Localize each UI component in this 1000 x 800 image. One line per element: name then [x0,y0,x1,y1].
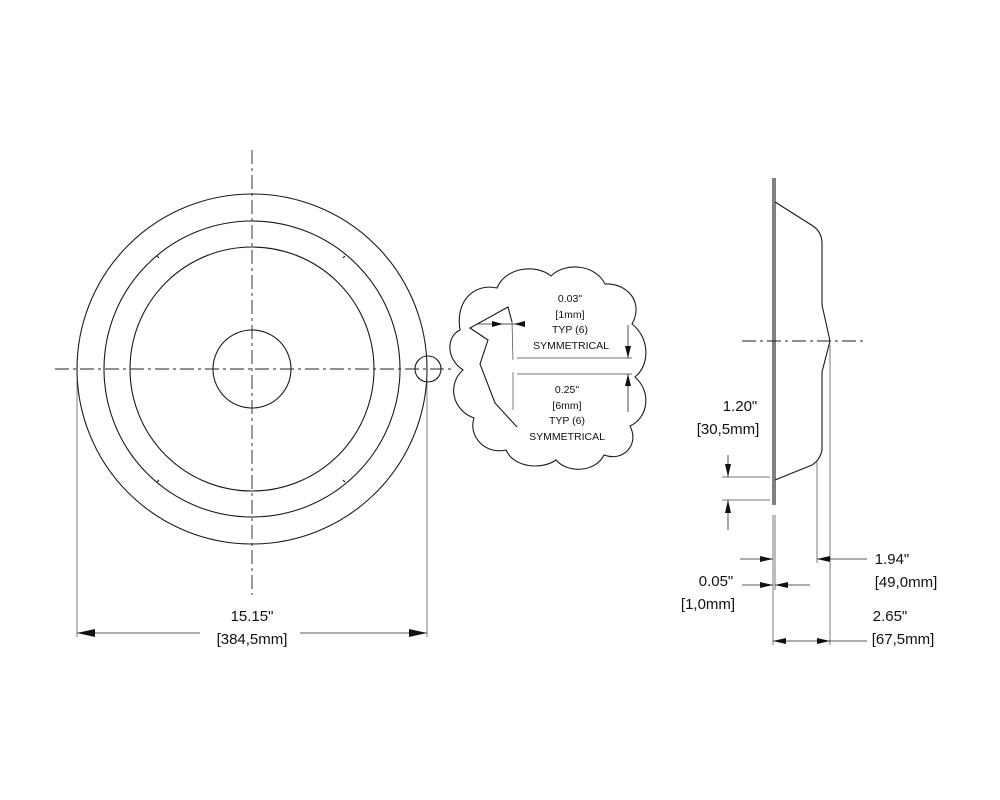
callout-bottom-qty: TYP (6) [549,415,585,427]
callout-top-qty: TYP (6) [552,324,588,336]
overall-depth-mm-label: [67,5mm] [872,631,935,648]
diameter-arrow-left [77,629,95,637]
front-view: 15.15" [384,5mm] [55,150,455,648]
overall-depth-arrow-left [773,638,786,644]
callout-top-note: SYMMETRICAL [533,340,609,352]
inner-depth-mm-label: [49,0mm] [875,574,938,591]
thickness-arrow-left [760,582,773,588]
height-mm-label: [30,5mm] [697,421,760,438]
callout-top-mm: [1mm] [555,309,584,321]
inner-depth-inch-label: 1.94" [875,551,910,568]
diameter-inch-label: 15.15" [231,608,274,625]
height-arrow-bottom [725,500,731,513]
thickness-inch-label: 0.05" [699,573,734,590]
callout-top-inch: 0.03" [558,293,582,305]
ring-notches [156,255,346,483]
detail-small-arrow-left [492,321,503,327]
detail-vert-arrow-top [625,346,631,358]
thickness-arrow-right [775,582,788,588]
diameter-mm-label: [384,5mm] [217,631,288,648]
detail-cloud-outline [449,266,647,470]
callout-bottom-mm: [6mm] [552,400,581,412]
detail-vert-arrow-bottom [625,374,631,386]
detail-small-arrow-right [514,321,525,327]
overall-depth-inch-label: 2.65" [873,608,908,625]
thickness-mm-label: [1,0mm] [681,596,735,613]
inner-depth-arrow-right [817,556,830,562]
side-view: 1.20" [30,5mm] 1.94" [49,0mm] 0.05" [1,0… [681,178,937,648]
overall-depth-arrow-right [817,638,830,644]
callout-bottom-note: SYMMETRICAL [529,431,605,443]
detail-view: 0.03" [1mm] TYP (6) SYMMETRICAL 0.25" [6… [449,266,647,470]
diameter-arrow-right [409,629,427,637]
inner-depth-arrow-left [760,556,773,562]
height-inch-label: 1.20" [723,398,758,415]
detail-profile [468,306,518,428]
height-arrow-top [725,464,731,477]
side-profile [772,178,831,505]
detail-profile-stub [511,321,514,361]
callout-bottom-inch: 0.25" [555,384,579,396]
